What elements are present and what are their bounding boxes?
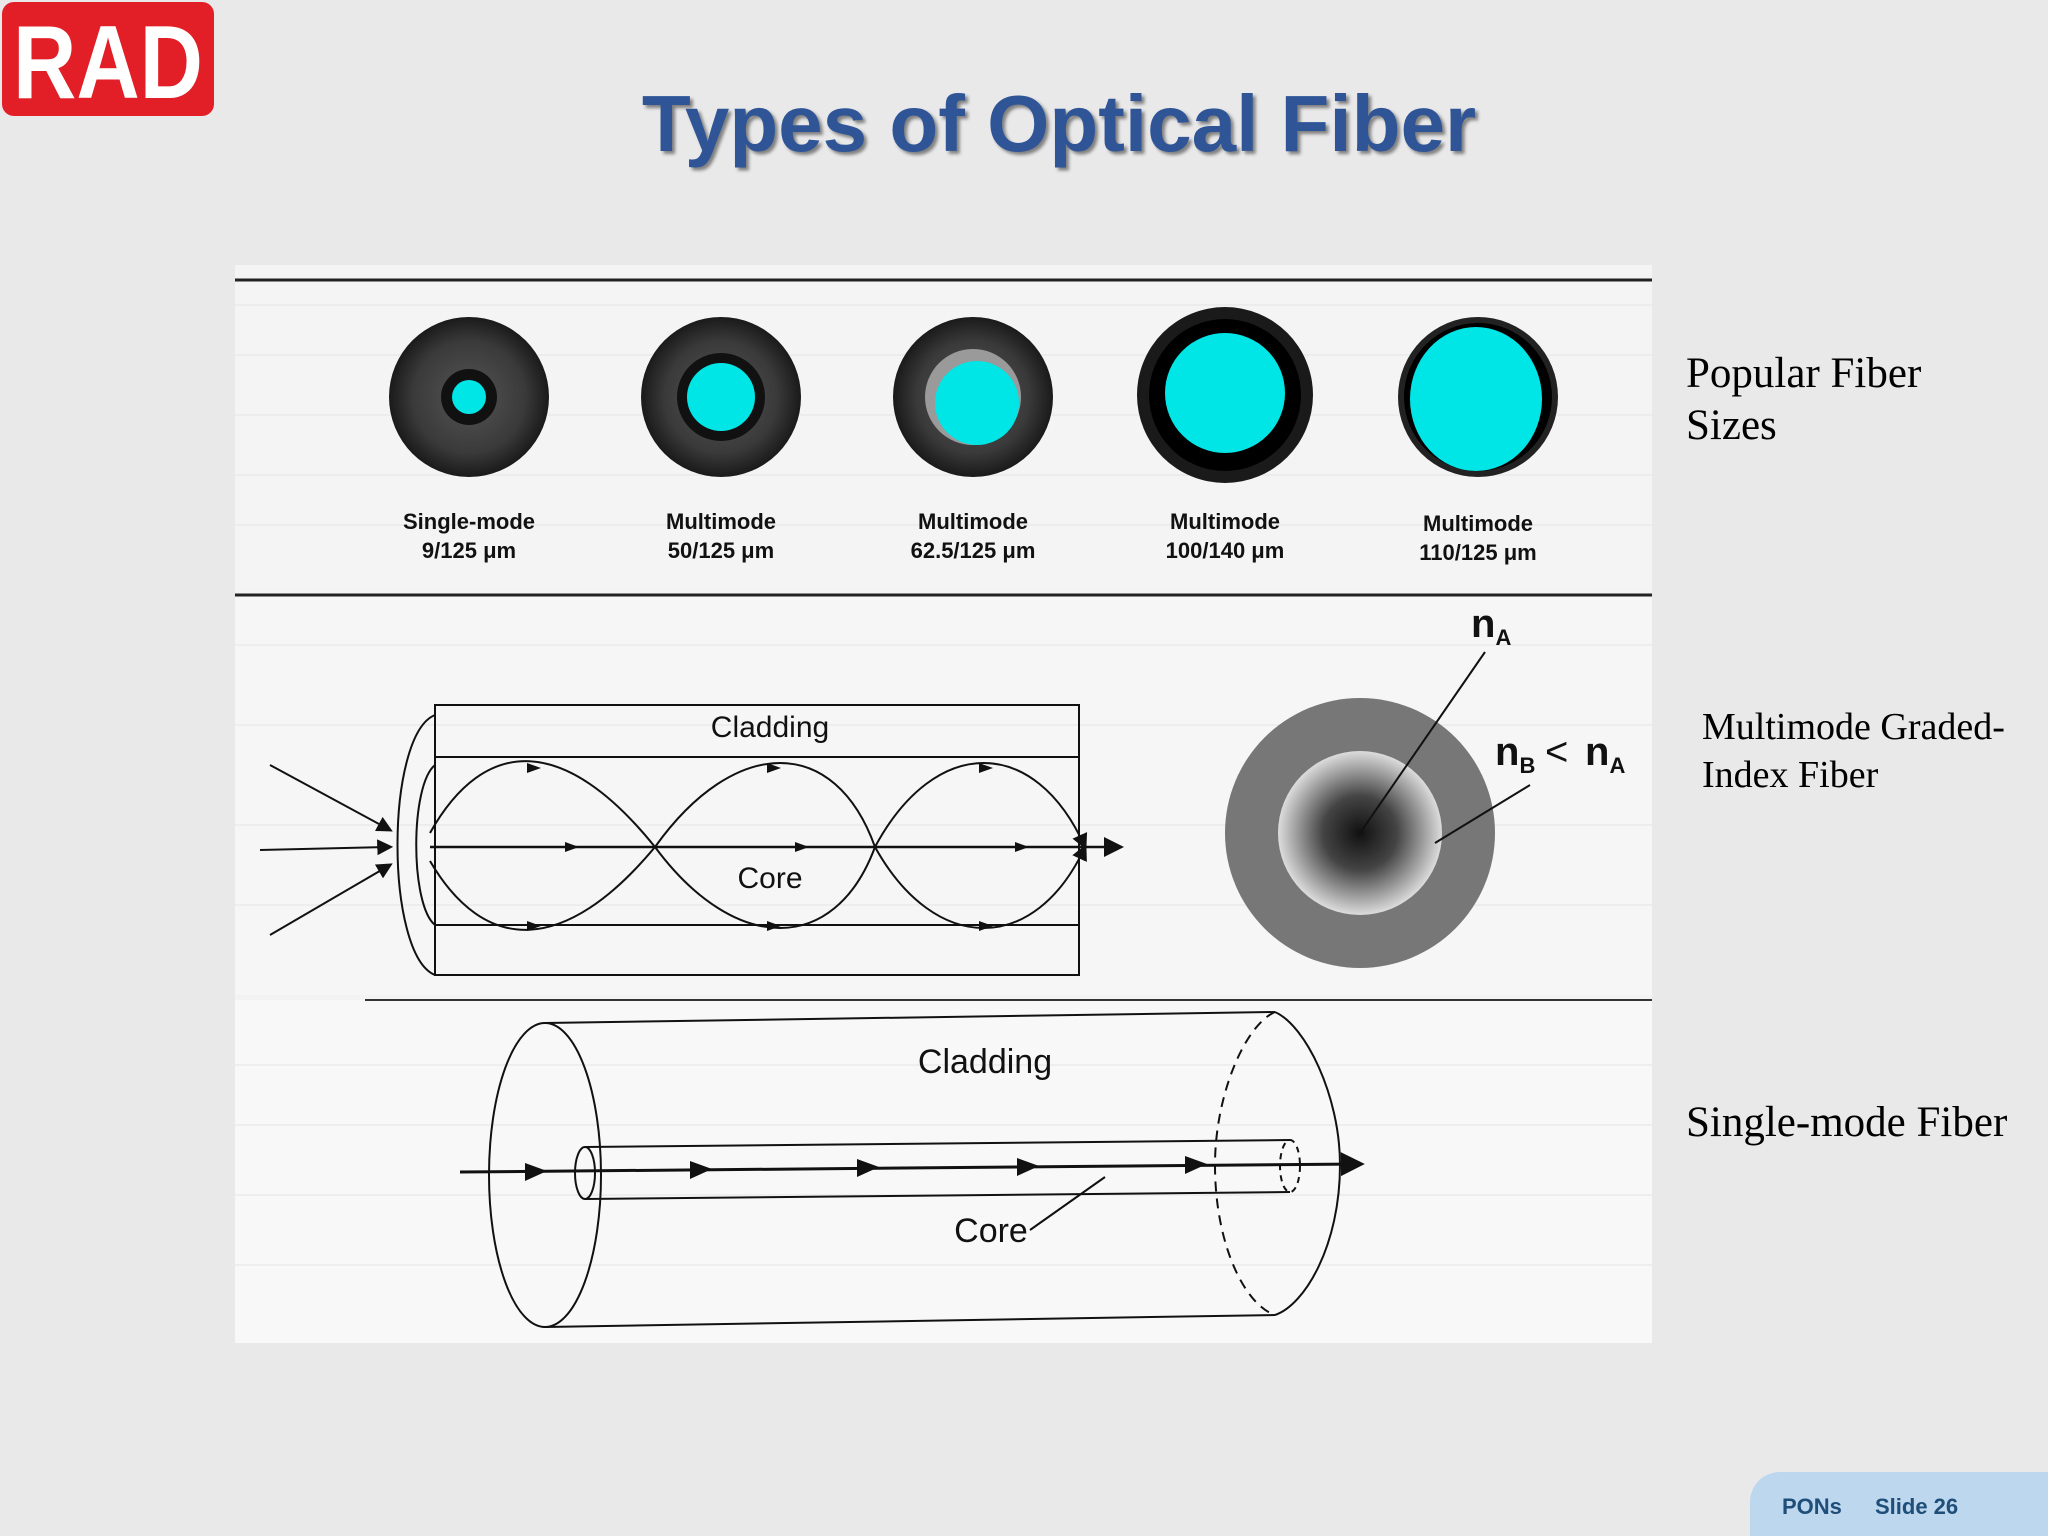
fiber-multimode-62-5-125 [893,317,1053,477]
graded-cladding-label: Cladding [711,711,829,744]
side-label-single-mode: Single-mode Fiber [1686,1099,2008,1146]
deck-name: PONs [1782,1494,1842,1519]
fiber-label-size: 100/140 μm [1166,538,1285,563]
rad-logo: RAD [2,2,214,118]
fiber-multimode-110-125 [1398,317,1558,477]
page-title-text: Types of Optical Fiber [641,79,1477,168]
slide-footer: PONs Slide 26 [1750,1472,2048,1536]
fiber-single-mode-9-125 [389,317,549,477]
single-cladding-label: Cladding [918,1043,1052,1081]
n-a-label: nA [1471,602,1511,650]
page-title: Types of Optical Fiber [0,78,2048,170]
less-than-sign: < [1545,730,1568,774]
graded-core-label: Core [737,862,802,895]
fiber-label-size: 62.5/125 μm [911,538,1036,563]
side-label-fiber-sizes: Popular Fiber Sizes [1686,350,1922,449]
fiber-label-size: 110/125 μm [1419,540,1536,565]
slide-number: Slide 26 [1875,1494,1959,1519]
fiber-label-name: Single-mode [403,509,535,534]
logo-text: RAD [13,5,203,118]
single-mode-cylinder [459,1011,1365,1328]
fiber-label-size: 9/125 μm [422,538,516,563]
side-label-graded-index: Multimode Graded-Index Fiber [1702,706,2005,796]
fiber-multimode-50-125 [641,317,801,477]
single-core-label: Core [954,1212,1028,1250]
fiber-label-name: Multimode [666,509,776,534]
graded-index-cross-section [1225,651,1531,968]
fiber-label-name: Multimode [1423,511,1533,536]
fiber-label-name: Multimode [1170,509,1280,534]
fiber-multimode-100-140 [1137,307,1313,483]
fiber-label-size: 50/125 μm [668,538,774,563]
fiber-figure: Single-mode 9/125 μm Multimode 50/125 μm… [235,265,1652,1343]
n-b-label: nB [1495,730,1535,778]
n-a-compare-label: nA [1585,730,1625,778]
fiber-label-name: Multimode [918,509,1028,534]
